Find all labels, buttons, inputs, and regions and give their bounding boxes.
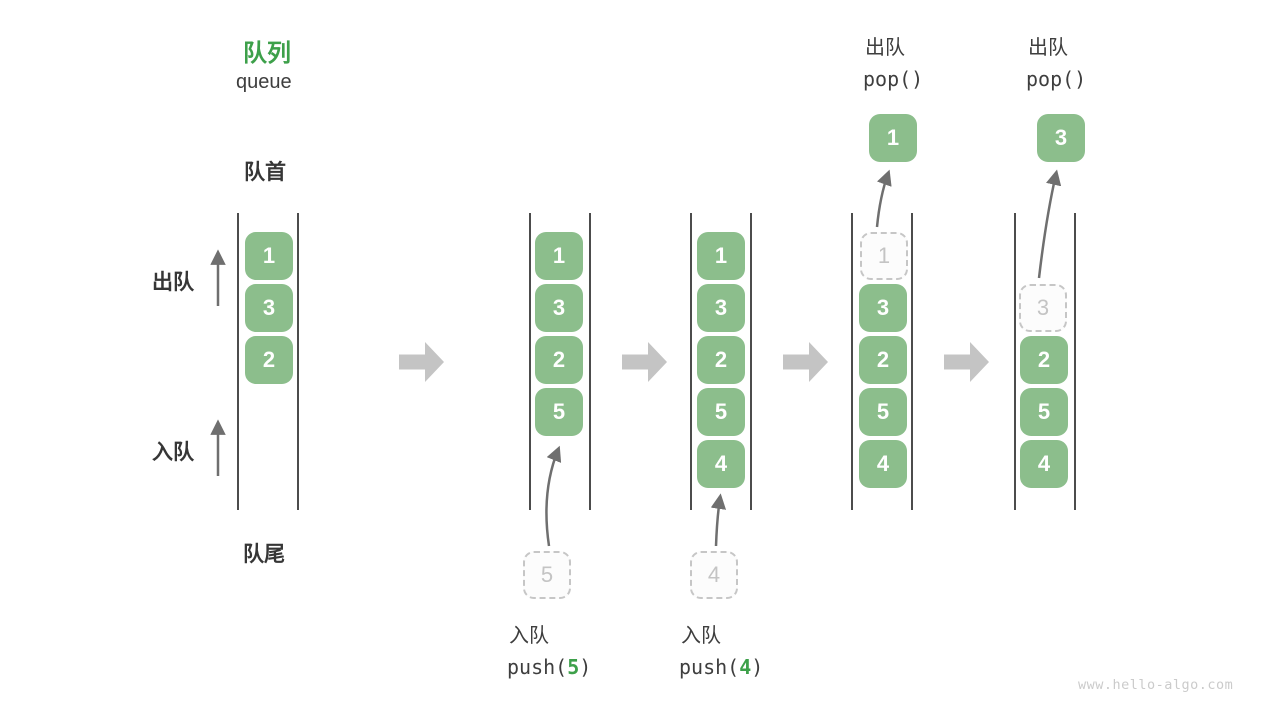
- state5-wall-left: [1014, 213, 1016, 510]
- state2-wall-right: [589, 213, 591, 510]
- pop-1-arrow-icon: [875, 169, 892, 228]
- queue-cell: 5: [859, 388, 907, 436]
- ghost-cell: 1: [860, 232, 908, 280]
- state1-wall-right: [297, 213, 299, 510]
- dequeue-op-label: 出队: [1028, 37, 1068, 59]
- state2-wall-left: [529, 213, 531, 510]
- state3-wall-right: [750, 213, 752, 510]
- push-close: ): [579, 655, 592, 679]
- queue-cell: 4: [859, 440, 907, 488]
- diagram-title-zh: 队列: [243, 40, 291, 67]
- incoming-cell: 4: [690, 551, 738, 599]
- pop-3-arrow-icon: [1037, 169, 1062, 279]
- push-code: push(4): [679, 655, 763, 679]
- queue-rear-label: 队尾: [243, 543, 285, 566]
- dequeue-op-label: 出队: [865, 37, 905, 59]
- queue-cell: 5: [535, 388, 583, 436]
- state4-wall-right: [911, 213, 913, 510]
- state1-wall-left: [237, 213, 239, 510]
- queue-cell: 3: [859, 284, 907, 332]
- enqueue-op-label: 入队: [681, 625, 721, 647]
- push-fn: push(: [507, 655, 568, 679]
- push-code: push(5): [507, 655, 591, 679]
- push-arg: 5: [567, 655, 580, 679]
- queue-cell: 3: [697, 284, 745, 332]
- queue-front-label: 队首: [244, 161, 286, 184]
- pop-code: pop(): [1026, 67, 1087, 91]
- queue-cell: 4: [697, 440, 745, 488]
- queue-cell: 1: [697, 232, 745, 280]
- queue-cell: 1: [535, 232, 583, 280]
- watermark: www.hello-algo.com: [1078, 677, 1234, 693]
- queue-cell: 2: [697, 336, 745, 384]
- pop-code: pop(): [863, 67, 924, 91]
- push-5-arrow-icon: [545, 445, 562, 547]
- queue-cell: 2: [245, 336, 293, 384]
- queue-cell: 2: [535, 336, 583, 384]
- push-close: ): [751, 655, 764, 679]
- enqueue-side-label: 入队: [152, 441, 194, 464]
- enqueue-op-label: 入队: [509, 625, 549, 647]
- ghost-cell: 3: [1019, 284, 1067, 332]
- popped-cell: 1: [869, 114, 917, 162]
- diagram-title-en: queue: [236, 71, 292, 93]
- push-arg: 4: [739, 655, 752, 679]
- state3-wall-left: [690, 213, 692, 510]
- push-4-arrow-icon: [710, 493, 727, 547]
- incoming-cell: 5: [523, 551, 571, 599]
- queue-cell: 2: [1020, 336, 1068, 384]
- queue-cell: 1: [245, 232, 293, 280]
- state-transition-arrow-icon: [622, 342, 667, 382]
- state-transition-arrow-icon: [783, 342, 828, 382]
- push-fn: push(: [679, 655, 740, 679]
- state5-wall-right: [1074, 213, 1076, 510]
- queue-cell: 5: [697, 388, 745, 436]
- dequeue-side-label: 出队: [152, 271, 194, 294]
- state4-wall-left: [851, 213, 853, 510]
- queue-cell: 3: [535, 284, 583, 332]
- state-transition-arrow-icon: [944, 342, 989, 382]
- state-transition-arrow-icon: [399, 342, 444, 382]
- queue-cell: 5: [1020, 388, 1068, 436]
- queue-cell: 3: [245, 284, 293, 332]
- queue-cell: 4: [1020, 440, 1068, 488]
- popped-cell: 3: [1037, 114, 1085, 162]
- queue-cell: 2: [859, 336, 907, 384]
